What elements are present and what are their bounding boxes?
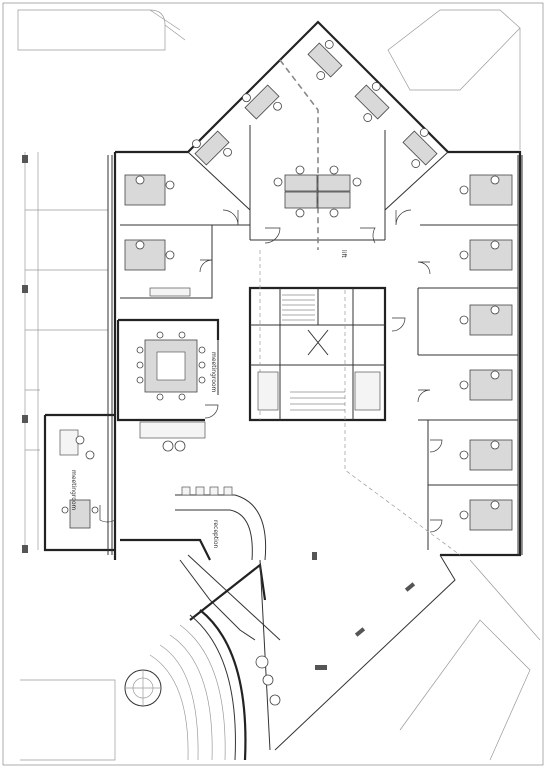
small-meeting-room [59, 429, 99, 529]
lounge-seating [139, 421, 206, 452]
meeting-table [136, 331, 206, 401]
doors [99, 209, 443, 533]
reception-desk [175, 486, 267, 561]
reception-label: reception [212, 520, 219, 549]
site-context [17, 9, 541, 761]
top-workstations [192, 40, 438, 218]
meeting-room-label: meetingroom [210, 352, 217, 393]
meeting-room-2-label: meetingroom [70, 470, 77, 511]
right-workstations [459, 174, 513, 531]
curved-plaza [124, 609, 247, 761]
glazing [107, 155, 523, 555]
stair-core [257, 294, 381, 411]
lift-label: lift [340, 250, 347, 258]
centre-axis [279, 59, 319, 250]
entrance-wing [179, 552, 456, 751]
building-walls [43, 20, 522, 561]
canopy-outline [344, 290, 461, 556]
left-workstations [124, 174, 191, 297]
